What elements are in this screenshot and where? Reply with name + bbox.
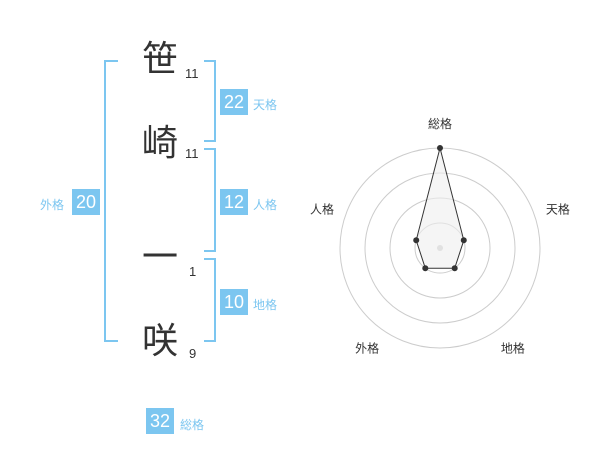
radar-data-polygon [415,147,465,269]
soukaku-badge: 32 [146,408,174,434]
soukaku-label: 総格 [180,418,205,432]
stroke-count-3: 1 [189,264,197,279]
radar-point-4 [422,265,429,272]
jinkaku-label: 人格 [253,198,278,212]
radar-axis-label-3: 地格 [501,340,525,355]
chikaku-label: 地格 [253,298,278,312]
name-char-2: 崎 [141,123,178,164]
chikaku-bracket [204,258,216,342]
radar-point-5 [413,237,420,244]
stroke-count-1: 11 [185,66,199,81]
radar-axis-label-2: 天格 [546,202,570,217]
stroke-count-4: 9 [189,346,197,361]
tenkaku-badge: 22 [220,89,248,115]
name-char-1: 笹 [141,39,178,80]
radar-axis-label-1: 総格 [428,116,452,131]
jinkaku-badge: 12 [220,189,248,215]
stroke-count-2: 11 [185,146,199,161]
gaikaku-label: 外格 [40,198,65,212]
radar-axis-label-4: 外格 [355,340,379,355]
tenkaku-label: 天格 [253,98,278,112]
gaikaku-badge: 20 [72,189,100,215]
radar-axis-label-5: 人格 [310,202,334,217]
name-char-3: 一 [141,237,178,278]
radar-point-1 [437,145,443,151]
jinkaku-bracket [204,148,216,252]
name-char-4: 咲 [141,321,178,362]
tenkaku-bracket [204,60,216,142]
chikaku-badge: 10 [220,289,248,315]
radar-point-3 [451,265,458,272]
radar-point-2 [460,237,467,244]
radar-data-points [413,145,467,272]
gaikaku-bracket [104,60,118,342]
